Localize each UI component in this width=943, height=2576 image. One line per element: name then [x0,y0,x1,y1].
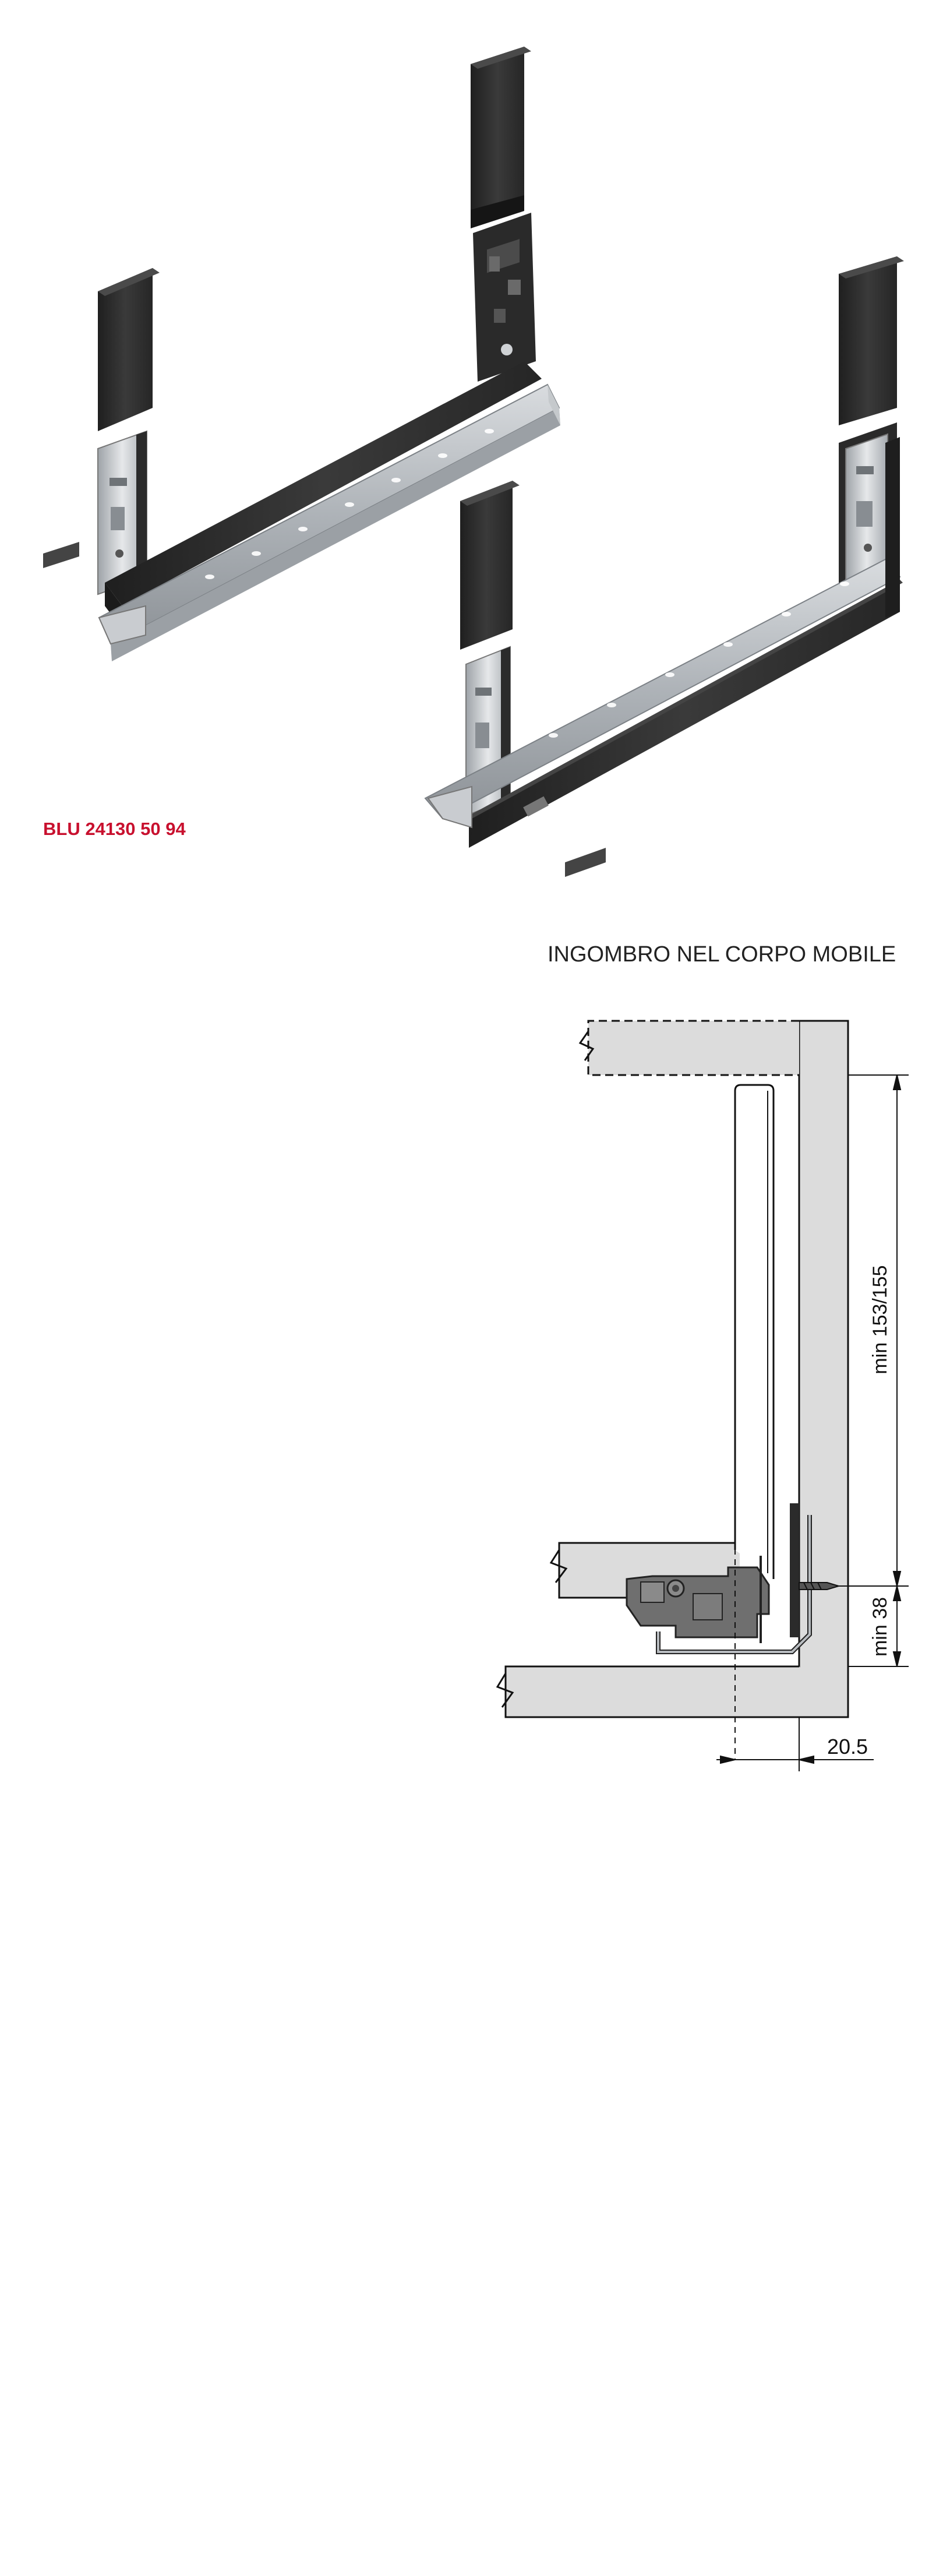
left-drawer-side [98,361,560,661]
technical-drawing: min 153/155 min 38 20.5 [496,1020,909,1771]
top-panel-outline [587,1020,799,1076]
left-front-clip [43,542,79,568]
dimension-height-lower: min 38 [869,1597,891,1657]
product-code: BLU 24130 50 94 [43,819,186,839]
bottom-panel [504,1665,848,1718]
horizontal-dimension [716,1717,874,1771]
right-drawer-side [424,437,903,848]
section-title: INGOMBRO NEL CORPO MOBILE [548,942,896,967]
dimension-side-offset: 20.5 [827,1735,868,1759]
bottom-panel-break [496,1673,514,1708]
vertical-dimension [839,1074,909,1667]
left-back-connector [473,213,536,382]
cabinet-side-panel [798,1020,849,1718]
right-back-upright-cap [839,256,904,425]
product-illustration [43,47,904,877]
runner-mechanism [626,1503,841,1654]
right-front-upright-cap [460,481,520,650]
left-front-upright-cap [98,268,160,431]
dimension-height-upper: min 153/155 [869,1265,891,1374]
drawer-side-profile [734,1084,775,1579]
right-back-bracket [839,422,897,591]
top-panel-break [578,1031,595,1061]
left-front-bracket [97,430,147,595]
drawer-bottom-break [549,1549,568,1583]
left-back-upright-cap [471,47,531,228]
right-front-clip [565,848,606,877]
